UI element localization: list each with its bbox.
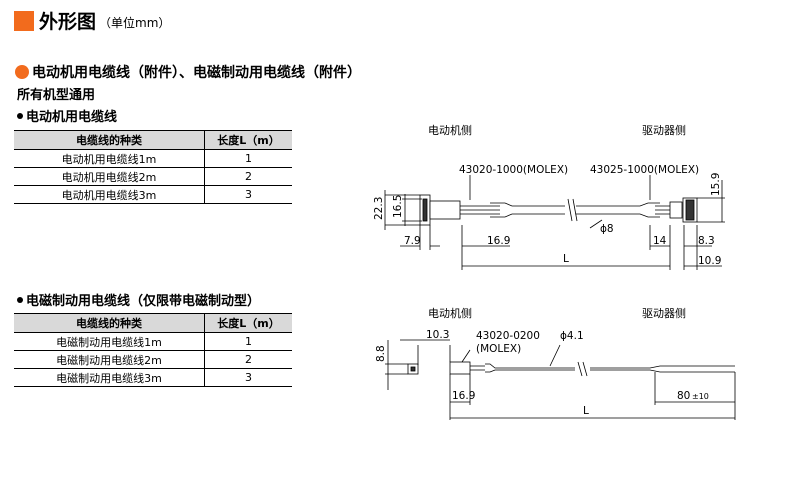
cable-sheath-left	[490, 202, 565, 218]
dim-10-9: 10.9	[698, 255, 721, 267]
table-header-row: 电缆线的种类 长度L（m）	[14, 130, 292, 150]
dim-22-3-line	[384, 190, 420, 230]
title-marker	[14, 10, 34, 31]
table-header-type: 电缆线的种类	[14, 130, 205, 150]
bullet-icon	[17, 112, 23, 119]
table-cell-length: 3	[204, 185, 292, 204]
title-unit: （单位mm）	[99, 16, 171, 30]
table-header-length: 长度L（m）	[204, 130, 292, 150]
dim-phi-8: ϕ8	[600, 223, 614, 235]
section-subheading: 所有机型通用	[17, 88, 96, 103]
right-connector-label: 43025-1000(MOLEX)	[590, 164, 699, 176]
table-header-row: 电缆线的种类 长度L（m）	[14, 313, 292, 333]
brake-break-mark	[577, 361, 588, 377]
dim-7-9: 7.9	[404, 235, 421, 247]
dim-10-3-line	[400, 339, 451, 365]
dim-16-5-line	[402, 194, 422, 226]
brake-leader-lines	[461, 344, 561, 367]
table-cell-type: 电磁制动用电缆线3m	[14, 368, 205, 387]
right-connector-pins	[685, 199, 695, 221]
brake-wires-left	[470, 365, 485, 371]
break-mark	[567, 198, 578, 222]
dim-15-9: 15.9	[710, 173, 722, 196]
dim-10-3: 10.3	[426, 329, 449, 341]
dim-8-3: 8.3	[698, 235, 715, 247]
dim-14: 14	[653, 235, 667, 247]
table-cell-length: 2	[204, 350, 292, 369]
left-connector-label: 43020-1000(MOLEX)	[459, 164, 568, 176]
table-cell-length: 1	[204, 332, 292, 351]
section-heading-text: 电动机用电缆线（附件）、电磁制动用电缆线（附件）	[32, 65, 361, 81]
motor-cable-heading-text: 电动机用电缆线	[26, 110, 118, 125]
dim-16-9-line	[449, 374, 471, 420]
brake-cable-heading: 电磁制动用电缆线（仅限带电磁制动型）	[17, 290, 260, 309]
table-cell-type: 电动机用电缆线1m	[14, 149, 205, 168]
dim-80: 80	[677, 390, 690, 402]
dim-10-9-line	[683, 250, 722, 270]
brake-motor-side-label: 电动机侧	[428, 306, 472, 320]
dim-16-9: 16.9	[452, 390, 475, 402]
motor-side-label: 电动机侧	[428, 123, 472, 137]
motor-cable-heading: 电动机用电缆线	[17, 106, 117, 125]
table-cell-type: 电磁制动用电缆线2m	[14, 350, 205, 369]
left-wire-bundle	[460, 205, 500, 215]
brake-connector-label: 43020-0200	[476, 330, 540, 342]
dim-8-8: 8.8	[375, 345, 387, 362]
cable-sheath-right	[576, 202, 660, 218]
connector-end-pins	[410, 366, 416, 372]
brake-cable-right	[590, 365, 735, 373]
right-connector-housing	[669, 201, 683, 219]
dim-80-line	[654, 372, 735, 405]
brake-cable-left	[485, 363, 575, 373]
right-wire-bundle	[655, 205, 670, 215]
orange-dot-icon	[15, 65, 29, 79]
brake-connector-housing	[449, 361, 471, 375]
dim-15-9-line	[697, 180, 725, 223]
dim-8-3-line	[683, 225, 712, 270]
table-header-type: 电缆线的种类	[14, 313, 205, 333]
dim-7-9-line	[400, 225, 440, 250]
left-connector-pins	[422, 198, 428, 222]
dia-leader	[589, 219, 603, 229]
dim-22-3: 22.3	[373, 197, 385, 220]
dim-phi-4-1: ϕ4.1	[560, 330, 584, 342]
table-cell-length: 2	[204, 167, 292, 186]
title-text: 外形图	[39, 11, 97, 33]
table-cell-type: 电动机用电缆线3m	[14, 185, 205, 204]
brake-driver-side-label: 驱动器侧	[642, 307, 686, 320]
connector-leader-lines	[469, 175, 651, 200]
dim-L: L	[563, 253, 569, 265]
dim-16-5: 16.5	[392, 195, 404, 218]
dim-L-line	[450, 372, 736, 420]
driver-side-label: 驱动器侧	[642, 124, 686, 137]
section-heading: 电动机用电缆线（附件）、电磁制动用电缆线（附件）	[15, 62, 361, 82]
bullet-icon	[17, 296, 23, 303]
table-cell-length: 1	[204, 149, 292, 168]
table-header-length: 长度L（m）	[204, 313, 292, 333]
dim-14-line	[649, 225, 671, 270]
dim-80-tolerance: ±10	[692, 392, 709, 401]
page-title: 外形图 （单位mm）	[14, 7, 170, 34]
brake-dim-L: L	[583, 405, 589, 417]
table-cell-type: 电磁制动用电缆线1m	[14, 332, 205, 351]
dim-8-8-line	[385, 340, 408, 390]
dim-16-9-line	[461, 225, 510, 270]
dim-16-9: 16.9	[487, 235, 510, 247]
table-cell-length: 3	[204, 368, 292, 387]
brake-connector-maker: (MOLEX)	[476, 343, 521, 355]
brake-cable-heading-text: 电磁制动用电缆线（仅限带电磁制动型）	[26, 294, 261, 309]
table-cell-type: 电动机用电缆线2m	[14, 167, 205, 186]
